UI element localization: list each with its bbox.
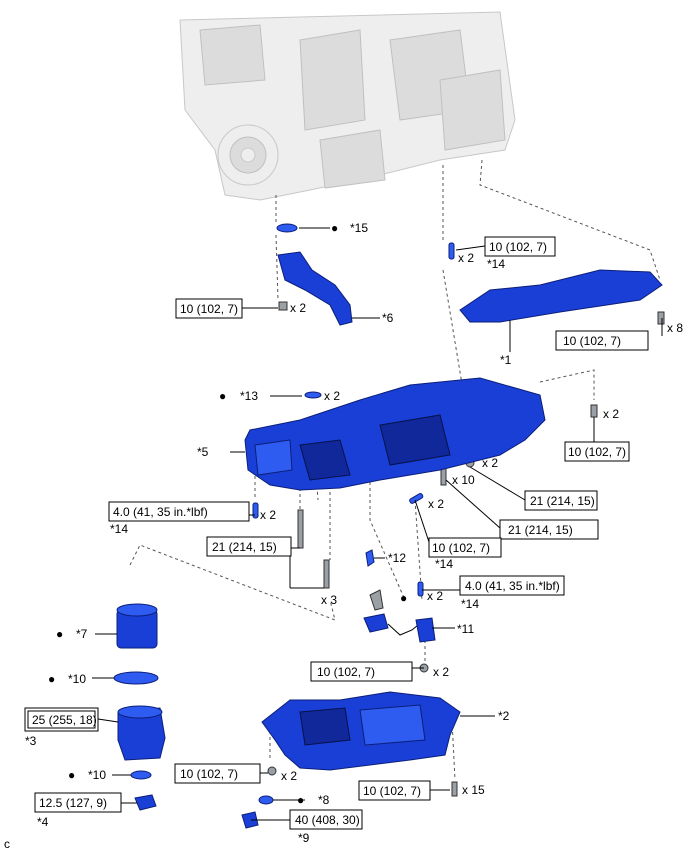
svg-text:x 3: x 3	[321, 593, 337, 607]
dowel-top	[448, 242, 455, 260]
spec-box: 12.5 (127, 9)	[34, 792, 122, 813]
svg-text:4.0 (41, 35 in.*lbf): 4.0 (41, 35 in.*lbf)	[465, 579, 560, 593]
svg-text:*14: *14	[110, 522, 128, 536]
spec-box: 10 (102, 7)	[358, 780, 431, 801]
svg-text:*5: *5	[197, 445, 209, 459]
svg-text:21 (214, 15): 21 (214, 15)	[212, 540, 277, 554]
spec-box: 10 (102, 7)	[175, 298, 243, 319]
spec-box: 10 (102, 7)	[484, 236, 556, 257]
svg-text:x 2: x 2	[603, 407, 619, 421]
svg-text:4.0 (41, 35 in.*lbf): 4.0 (41, 35 in.*lbf)	[113, 505, 208, 519]
svg-text:10 (102, 7): 10 (102, 7)	[432, 541, 490, 555]
spec-box: 21 (214, 15)	[499, 519, 599, 540]
o-ring-10-large	[113, 671, 159, 685]
spec-box: 10 (102, 7)	[310, 661, 413, 682]
svg-text:*1: *1	[500, 353, 512, 367]
svg-text:●: ●	[219, 389, 226, 403]
svg-text:●: ●	[331, 221, 338, 235]
spec-box-double: 25 (255, 18)	[24, 707, 99, 732]
spec-box: 40 (408, 30)	[289, 809, 363, 830]
spec-box: 21 (214, 15)	[524, 490, 598, 511]
spec-box: 21 (214, 15)	[206, 536, 292, 557]
svg-text:●: ●	[297, 793, 304, 807]
o-ring-10-small	[130, 770, 152, 780]
quantities: x 2 x 2 x 8 x 2 x 2 x 2 x 10 x 2 x 2 x 3…	[260, 251, 683, 797]
parts	[113, 223, 665, 829]
spec-box: 10 (102, 7)	[174, 763, 261, 784]
svg-text:*4: *4	[37, 815, 49, 829]
svg-text:x 2: x 2	[482, 456, 498, 470]
spec-box: 4.0 (41, 35 in.*lbf)	[108, 501, 250, 522]
svg-text:12.5 (127, 9): 12.5 (127, 9)	[39, 796, 107, 810]
oil-strainer-6	[277, 251, 353, 326]
svg-text:10 (102, 7): 10 (102, 7)	[180, 767, 238, 781]
svg-text:x 8: x 8	[667, 321, 683, 335]
svg-text:x 2: x 2	[433, 665, 449, 679]
svg-text:*2: *2	[498, 709, 510, 723]
svg-text:21 (214, 15): 21 (214, 15)	[508, 523, 573, 537]
svg-text:x 2: x 2	[428, 497, 444, 511]
svg-text:10 (102, 7): 10 (102, 7)	[489, 240, 547, 254]
svg-text:x 2: x 2	[458, 251, 474, 265]
svg-text:*10: *10	[68, 672, 86, 686]
svg-text:*3: *3	[25, 734, 37, 748]
spec-box: 10 (102, 7)	[564, 441, 630, 462]
svg-text:●: ●	[68, 768, 75, 782]
o-ring-15	[276, 223, 298, 233]
svg-text:*6: *6	[382, 311, 394, 325]
svg-text:x 2: x 2	[427, 589, 443, 603]
gasket-8	[258, 795, 274, 805]
leader-lines	[92, 227, 663, 821]
svg-text:*15: *15	[350, 221, 368, 235]
svg-text:x 2: x 2	[324, 389, 340, 403]
svg-text:40 (408, 30): 40 (408, 30)	[295, 813, 360, 827]
svg-text:25 (255, 18): 25 (255, 18)	[32, 713, 97, 727]
svg-text:*10: *10	[88, 768, 106, 782]
spec-box: 10 (102, 7)	[428, 537, 502, 558]
torque-specs: 10 (102, 7) 10 (102, 7) 10 (102, 7) 10 (…	[24, 236, 649, 830]
svg-text:10 (102, 7): 10 (102, 7)	[568, 445, 626, 459]
callouts: ● *15 *14 *6 *1 ● *13 *5 *14 *12 *14 ● *…	[4, 221, 512, 851]
oil-filter-cap-3	[117, 707, 166, 761]
engine-block	[179, 11, 516, 201]
svg-text:*12: *12	[388, 551, 406, 565]
svg-text:*7: *7	[76, 627, 88, 641]
svg-text:*14: *14	[435, 557, 453, 571]
spec-box: 4.0 (41, 35 in.*lbf)	[459, 575, 565, 596]
svg-text:*13: *13	[240, 389, 258, 403]
svg-text:*14: *14	[461, 597, 479, 611]
clip-12	[365, 549, 375, 567]
oil-pan-lower-2	[261, 691, 461, 771]
sensor-11	[363, 613, 389, 633]
svg-text:10 (102, 7): 10 (102, 7)	[363, 784, 421, 798]
svg-text:x 15: x 15	[462, 783, 485, 797]
drain-plug-9	[241, 811, 259, 829]
drain-plug-4	[134, 794, 157, 811]
svg-text:*11: *11	[457, 622, 474, 636]
svg-text:x 2: x 2	[281, 769, 297, 783]
svg-text:●: ●	[56, 627, 63, 641]
svg-text:10 (102, 7): 10 (102, 7)	[563, 334, 621, 348]
baffle-plate-1	[459, 269, 663, 323]
spec-box: 10 (102, 7)	[555, 330, 649, 351]
svg-text:●: ●	[48, 672, 55, 686]
alignment-lines	[129, 159, 661, 781]
svg-text:x 2: x 2	[290, 301, 306, 315]
svg-text:10 (102, 7): 10 (102, 7)	[317, 665, 375, 679]
svg-text:10 (102, 7): 10 (102, 7)	[180, 302, 238, 316]
svg-text:*9: *9	[298, 831, 310, 845]
svg-text:x 10: x 10	[452, 473, 475, 487]
svg-text:*14: *14	[487, 257, 505, 271]
svg-text:*8: *8	[318, 793, 330, 807]
o-ring-13	[304, 391, 322, 399]
svg-text:c: c	[4, 837, 10, 851]
svg-text:x 2: x 2	[260, 508, 276, 522]
svg-text:21 (214, 15): 21 (214, 15)	[530, 494, 595, 508]
svg-text:●: ●	[400, 591, 407, 605]
